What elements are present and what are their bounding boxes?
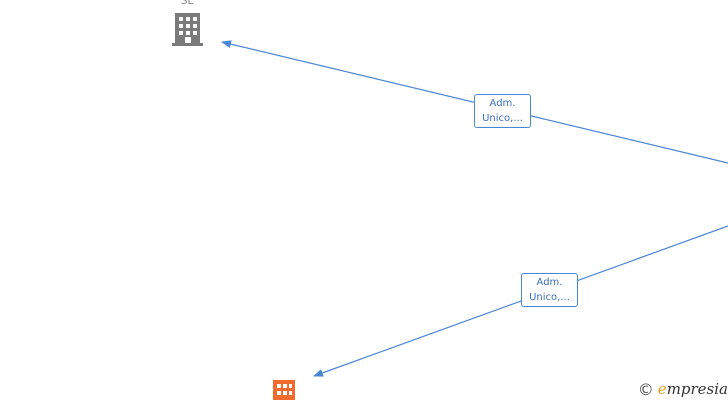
edge-label-bottom[interactable]: Adm. Unico,... bbox=[521, 273, 578, 307]
copyright-icon: © bbox=[637, 379, 654, 399]
brand-name: mpresia bbox=[666, 380, 728, 398]
building-icon[interactable] bbox=[273, 380, 295, 400]
edge-label-line1: Adm. bbox=[489, 98, 516, 109]
edge-label-line2: Unico,... bbox=[482, 113, 523, 124]
brand-logo: empresia bbox=[658, 380, 728, 398]
edge-label-line1: Adm. bbox=[536, 277, 563, 288]
edge-label-top[interactable]: Adm. Unico,... bbox=[474, 94, 531, 128]
edge-label-line2: Unico,... bbox=[529, 292, 570, 303]
node-label-top: SL bbox=[180, 0, 194, 7]
building-icon[interactable] bbox=[172, 13, 203, 46]
watermark: © empresia bbox=[638, 378, 728, 400]
brand-initial: e bbox=[657, 380, 667, 398]
